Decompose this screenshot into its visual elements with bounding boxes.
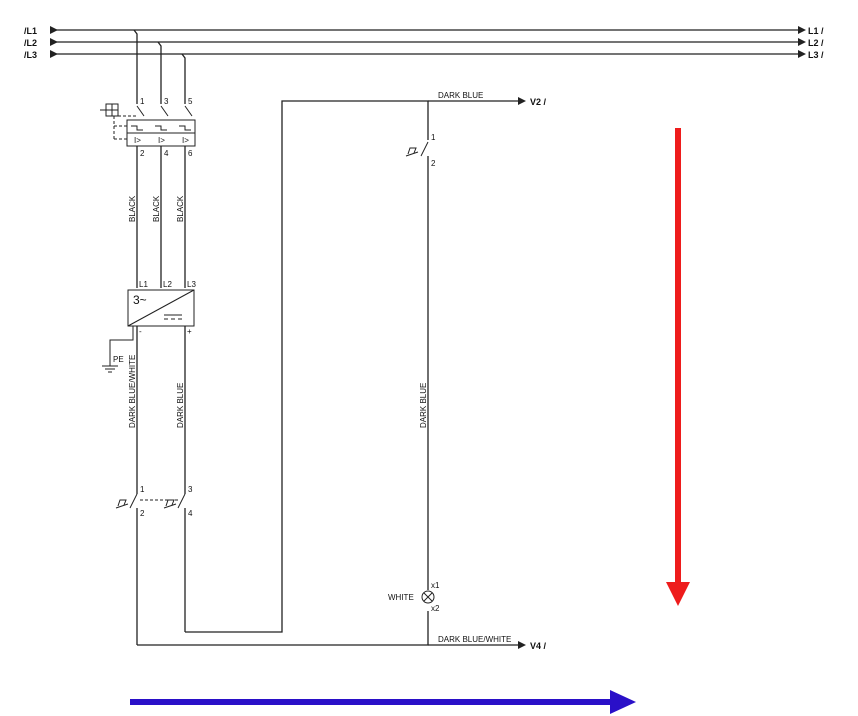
wire-label-dark-blue-white: DARK BLUE/WHITE: [128, 355, 137, 428]
dc-symbol-icon: [164, 314, 182, 320]
loop-wire-plus: [185, 100, 429, 633]
breaker-terminal-6: 6: [188, 149, 193, 158]
switch-terminal-2: 2: [431, 159, 436, 168]
right-branch: 1 2 DARK BLUE x1 WHITE x2: [388, 133, 440, 613]
wire-label-dark-blue-right: DARK BLUE: [419, 383, 428, 428]
bus-label-right-l3: L3 /: [808, 50, 824, 60]
wire-label-dark-blue-left: DARK BLUE: [176, 383, 185, 428]
bus-arrow-left-l2: [50, 38, 58, 46]
output-arrow-v2: [518, 97, 526, 105]
switch-terminal-1: 1: [431, 133, 436, 142]
wire-label-black-1: BLACK: [128, 195, 137, 222]
lamp-color-label: WHITE: [388, 593, 414, 602]
emergency-stop: 1 3 2 4: [115, 485, 193, 645]
output-label-v4: V4 /: [530, 641, 547, 651]
estop-terminal-1: 1: [140, 485, 145, 494]
lamp-terminal-x1: x1: [431, 581, 440, 590]
breaker-terminal-1: 1: [140, 97, 145, 106]
breaker-terminal-3: 3: [164, 97, 169, 106]
psu-ac-symbol: 3~: [133, 293, 147, 307]
red-down-arrow-head: [666, 582, 690, 606]
bus-arrow-left-l1: [50, 26, 58, 34]
breaker-contact-1: [136, 105, 145, 117]
bus-label-right-l1: L1 /: [808, 26, 824, 36]
lamp-icon: [421, 590, 435, 604]
lamp-terminal-x2: x2: [431, 604, 440, 613]
psu-input-l3: L3: [187, 280, 196, 289]
outputs: DARK BLUE V2 / DARK BLUE/WHITE V4 /: [428, 91, 547, 651]
estop-terminal-4: 4: [188, 509, 193, 518]
psu-input-l2: L2: [163, 280, 172, 289]
wire-label-dark-blue-white-bottom: DARK BLUE/WHITE: [438, 635, 511, 644]
drop-l1: [133, 29, 138, 104]
ground-label: PE: [113, 355, 124, 364]
estop-contact-2: [177, 493, 186, 509]
estop-contact-1: [129, 493, 138, 509]
breaker-contact-3: [184, 105, 193, 117]
breaker-terminal-2: 2: [140, 149, 145, 158]
bus-arrow-right-l2: [798, 38, 806, 46]
black-wires: BLACK BLACK BLACK: [128, 146, 186, 288]
wire-label-dark-blue-top: DARK BLUE: [438, 91, 483, 100]
bus-arrow-right-l3: [798, 50, 806, 58]
psu-box: [127, 289, 195, 327]
thermal-element-icon: [155, 125, 167, 131]
wire-label-black-3: BLACK: [176, 195, 185, 222]
bus-arrow-left-l3: [50, 50, 58, 58]
output-label-v2: V2 /: [530, 97, 547, 107]
estop-terminal-2: 2: [140, 509, 145, 518]
psu-input-l1: L1: [139, 280, 148, 289]
power-bus: /L1 /L2 /L3 L1 / L2 / L3 /: [24, 26, 824, 60]
control-loop: [137, 100, 429, 646]
breaker-handle-icon: [100, 103, 137, 117]
blue-right-arrow-head: [610, 690, 636, 714]
thermal-element-icon: [131, 125, 143, 131]
drop-l2: [157, 41, 162, 104]
pushbutton-icon: [117, 499, 127, 507]
trip-label-3: I>: [182, 136, 189, 145]
power-supply: L1 L2 L3 3~ - +: [127, 280, 196, 336]
bus-label-left-l1: /L1: [24, 26, 37, 36]
trip-label-1: I>: [134, 136, 141, 145]
bus-arrow-right-l1: [798, 26, 806, 34]
ground: PE: [102, 326, 134, 373]
ground-icon: [102, 365, 118, 373]
pushbutton-icon: [407, 147, 417, 155]
bus-drops: [133, 29, 186, 104]
psu-output-minus: -: [139, 327, 142, 336]
bus-label-left-l3: /L3: [24, 50, 37, 60]
thermal-element-icon: [179, 125, 191, 131]
output-arrow-v4: [518, 641, 526, 649]
trip-label-2: I>: [158, 136, 165, 145]
breaker-terminal-5: 5: [188, 97, 193, 106]
drop-l3: [181, 53, 186, 104]
switch-contact: [420, 141, 429, 157]
bus-label-left-l2: /L2: [24, 38, 37, 48]
psu-output-plus: +: [187, 327, 192, 336]
bus-label-right-l2: L2 /: [808, 38, 824, 48]
annotation-arrows: [130, 128, 690, 714]
wire-label-black-2: BLACK: [152, 195, 161, 222]
estop-terminal-3: 3: [188, 485, 193, 494]
breaker-terminal-4: 4: [164, 149, 169, 158]
circuit-breaker: 1 3 5 I> I> I> 2 4 6: [100, 97, 196, 158]
estop-feed-wires: DARK BLUE/WHITE DARK BLUE: [128, 326, 186, 494]
breaker-contact-2: [160, 105, 169, 117]
